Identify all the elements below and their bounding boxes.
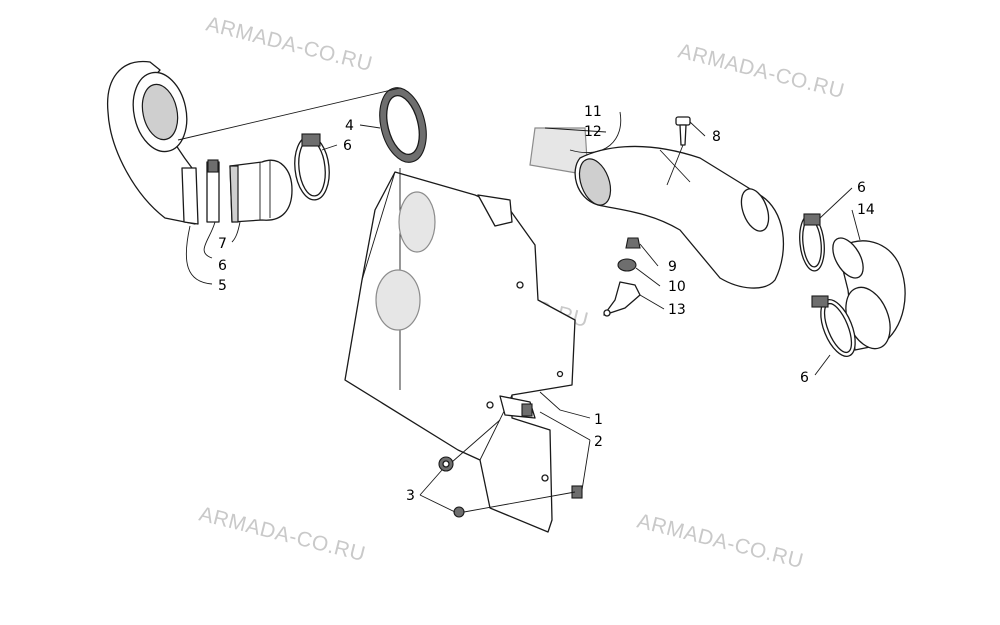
fasteners [438,403,583,518]
callout-13: 13 [668,302,686,318]
callout-7: 7 [218,236,227,252]
watermark: ARMADA-CO.RU [204,13,375,77]
hose-clamp-upper-right [799,213,825,272]
elbow-boot [832,237,906,351]
outlet-tube [574,145,785,289]
watermark: ARMADA-CO.RU [676,40,847,104]
watermark: ARMADA-CO.RU [197,503,368,567]
callout-2: 2 [594,434,603,450]
callout-9: 9 [668,259,677,275]
callout-10: 10 [668,279,686,295]
callout-14: 14 [857,202,875,218]
callout-4: 4 [345,118,354,134]
heat-shield-panel [344,168,576,533]
callout-3: 3 [406,488,415,504]
watermark: ARMADA-CO.RU [635,510,806,574]
callout-6-lower-right: 6 [800,370,809,386]
callout-8: 8 [712,129,721,145]
callout-1: 1 [594,412,603,428]
callout-5: 5 [218,278,227,294]
hose-clamp-lower-right [811,295,856,357]
callout-6-left: 6 [218,258,227,274]
mounting-hardware [603,237,641,317]
leader-lines [185,111,861,513]
callout-12: 12 [584,124,602,140]
callout-11: 11 [584,104,602,120]
callout-6-upper-right: 6 [857,180,866,196]
hose-clamp-upper-left [294,133,330,201]
bolt [666,116,691,186]
callout-6-upper-left: 6 [343,138,352,154]
intake-tube-elbow [106,60,199,225]
clamp-band-left [206,159,220,223]
oval-gasket [379,87,427,163]
callout-labels: 1 2 3 4 5 6 6 6 6 7 8 9 10 11 12 13 14 [218,104,875,504]
coupler-sleeve [229,159,293,223]
